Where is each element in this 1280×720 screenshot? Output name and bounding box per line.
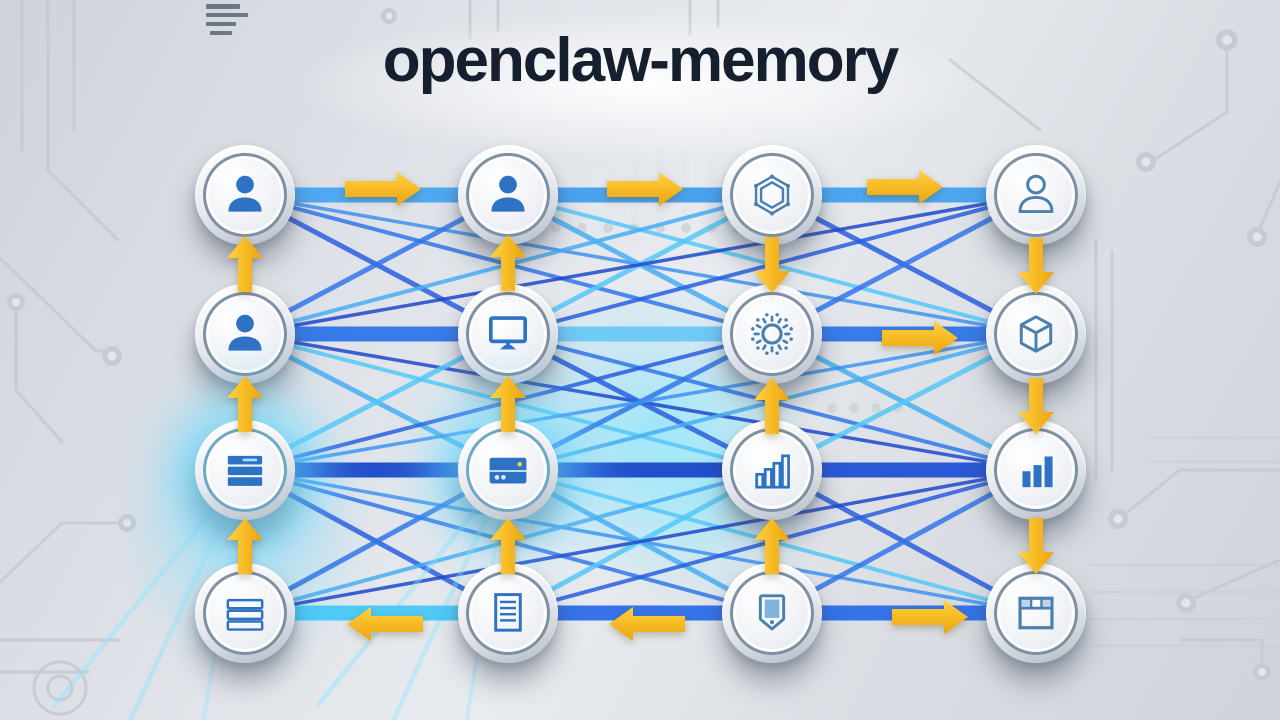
bar-chart-outline-icon [755,454,790,489]
browser-window-icon [1018,596,1054,630]
title-bar: openclaw-memory [0,30,1280,92]
node-r4c2 [458,563,558,663]
node-face [994,428,1078,512]
node-face [730,428,814,512]
node-r4c4 [986,563,1086,663]
document-icon [494,593,522,632]
hexagon-chip-icon [753,174,791,216]
center-glow [480,290,820,570]
node-r1c2 [458,145,558,245]
arrow-right-icon [892,600,968,634]
center-glow-2 [560,370,840,600]
node-r1c4 [986,145,1086,245]
node-face [466,571,550,655]
arrow-right-icon [867,170,943,204]
arrow-right-icon [345,172,421,206]
cube-icon [1019,315,1053,353]
node-face [203,428,287,512]
node-r4c1 [195,563,295,663]
left-glow [110,420,380,670]
sun-gear-icon [751,313,793,355]
node-r3c1 [195,420,295,520]
arrow-up-icon [490,235,526,291]
node-face [203,153,287,237]
title-backlight [290,10,990,160]
node-face [730,292,814,376]
node-r3c4 [986,420,1086,520]
node-face [730,571,814,655]
monitor-icon [488,316,528,350]
arrow-down-icon [1018,518,1054,574]
node-r2c2 [458,284,558,384]
page-title: openclaw-memory [382,26,899,95]
stack-rows-icon [226,598,264,631]
node-r2c4 [986,284,1086,384]
mobile-shield-icon [758,594,786,631]
arrow-down-icon [754,237,790,293]
arrow-down-icon [1018,238,1054,294]
arrow-up-icon [227,236,263,292]
arrow-right-icon [882,321,958,355]
node-face [994,153,1078,237]
node-face [466,292,550,376]
arrow-left-icon [609,607,685,641]
node-r2c1 [195,284,295,384]
node-face [994,292,1078,376]
node-face [203,571,287,655]
node-face [730,153,814,237]
user-filled-icon [491,175,525,212]
node-r3c3 [722,420,822,520]
arrow-up-icon [490,518,526,574]
node-r1c1 [195,145,295,245]
user-outline-icon [1018,174,1054,214]
user-filled-icon [228,175,262,212]
arrow-down-icon [1018,378,1054,434]
arrow-right-icon [607,172,683,206]
node-r3c2 [458,420,558,520]
arrow-up-icon [227,518,263,574]
arrow-up-icon [490,376,526,432]
arrow-left-icon [347,607,423,641]
node-face [994,571,1078,655]
node-face [466,153,550,237]
storage-card-icon [489,457,527,484]
node-r4c3 [722,563,822,663]
bar-chart-filled-icon [1022,456,1053,488]
server-stack-icon [227,455,263,486]
arrow-up-icon [754,518,790,574]
node-face [203,292,287,376]
node-r1c3 [722,145,822,245]
arrow-up-icon [227,376,263,432]
arrow-up-icon [754,378,790,434]
node-face [466,428,550,512]
node-r2c3 [722,284,822,384]
user-filled-icon [228,314,262,351]
